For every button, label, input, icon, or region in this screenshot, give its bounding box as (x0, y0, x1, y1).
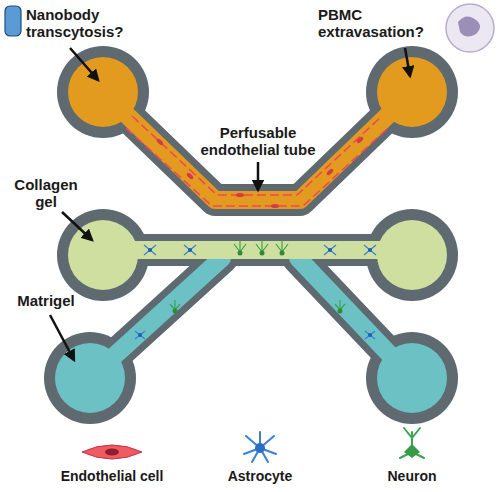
callout-label: Perfusable endothelial tube (188, 124, 328, 158)
legend-label: Astrocyte (228, 468, 293, 484)
callout-label: Nanobody transcytosis? (26, 6, 146, 40)
legend-label: Endothelial cell (61, 468, 164, 484)
callout-label: Matrigel (6, 292, 86, 309)
callout-label: PBMC extravasation? (318, 6, 438, 40)
callout-label: Collagen gel (6, 176, 86, 210)
legend-label: Neuron (388, 468, 437, 484)
